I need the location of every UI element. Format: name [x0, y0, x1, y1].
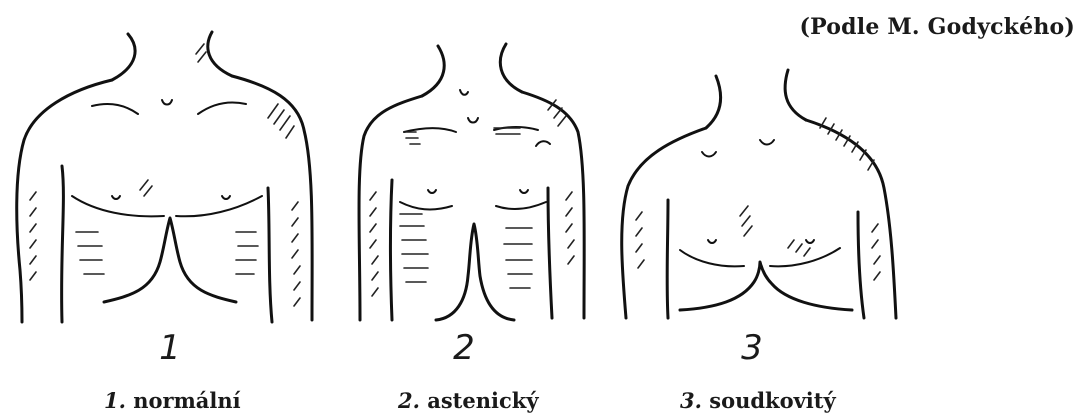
caption-number: 3. [680, 388, 702, 413]
caption-text: normální [133, 388, 240, 413]
caption-normal: 1. normální [104, 388, 241, 413]
caption-text: astenický [427, 388, 538, 413]
figure-number-3: 3 [722, 328, 782, 368]
torso-asthenic-drawing [359, 44, 584, 320]
caption-barrel: 3. soudkovitý [680, 388, 836, 413]
figure-number-1: 1 [140, 328, 200, 368]
torso-barrel-drawing [622, 70, 896, 318]
caption-number: 1. [104, 388, 126, 413]
figure-number-2: 2 [434, 328, 494, 368]
caption-text: soudkovitý [709, 388, 835, 413]
torso-normal-drawing [17, 32, 312, 322]
caption-number: 2. [398, 388, 420, 413]
caption-asthenic: 2. astenický [398, 388, 539, 413]
source-credit: (Podle M. Godyckého) [800, 14, 1075, 40]
